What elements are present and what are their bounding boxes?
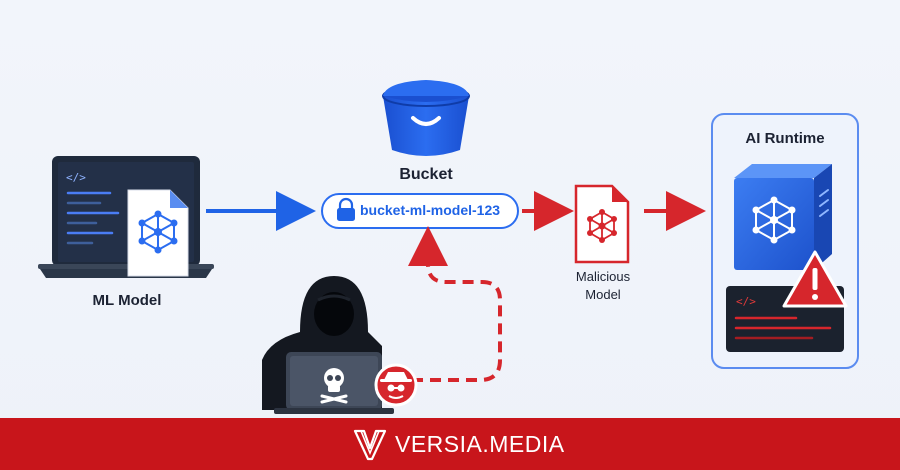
warning-icon <box>782 250 848 308</box>
malicious-label-line2: Model <box>585 287 621 302</box>
lock-icon <box>337 197 355 221</box>
malicious-model-label: Malicious Model <box>562 268 644 304</box>
attack-path <box>408 226 502 382</box>
bucket-icon <box>382 80 470 156</box>
svg-text:</>: </> <box>66 171 86 184</box>
malicious-label-line1: Malicious <box>575 269 631 284</box>
brand-suffix: .MEDIA <box>482 431 565 457</box>
brand-name: VERSIA.MEDIA <box>395 428 565 460</box>
bucket-name-text: bucket-ml-model-123 <box>360 202 501 218</box>
footer-bar: VERSIA.MEDIA <box>0 418 900 470</box>
server-icon <box>734 164 832 270</box>
bucket-label: Bucket <box>399 166 453 183</box>
ml-model-label: ML Model <box>92 292 162 309</box>
svg-text:</>: </> <box>736 295 756 308</box>
spy-badge-icon <box>374 363 418 407</box>
malicious-file-icon <box>574 184 630 264</box>
skull-icon <box>320 368 348 404</box>
model-file-icon <box>127 189 189 277</box>
diagram-canvas: </> <box>38 80 859 414</box>
brand-prefix: VERSIA <box>395 431 483 457</box>
versia-logo-icon <box>353 429 387 461</box>
runtime-title: AI Runtime <box>745 130 825 147</box>
